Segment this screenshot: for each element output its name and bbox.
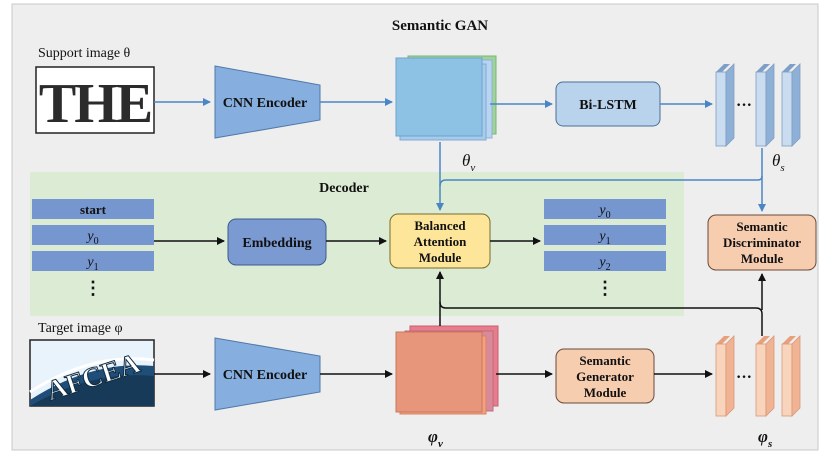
balanced-attention-label-2: Attention (414, 234, 467, 249)
input-token-y0: y0 (85, 229, 98, 247)
phi-s-feature-stack: ··· (715, 335, 801, 417)
cnn-encoder-top-label: CNN Encoder (223, 96, 307, 111)
theta-v-feature-cube (395, 55, 497, 141)
theta-v-label: θv (462, 151, 475, 174)
bilstm-module: Bi-LSTM (555, 81, 661, 127)
support-image: THE (35, 66, 155, 135)
decoder-label: Decoder (319, 181, 369, 196)
input-token-bar (32, 199, 154, 219)
semantic-generator-module: Semantic Generator Module (555, 348, 655, 404)
diagram-title: Semantic GAN (392, 18, 488, 34)
semantic-generator-label-1: Semantic (579, 353, 631, 368)
cnn-encoder-bottom-label: CNN Encoder (223, 368, 307, 383)
arrow-phi-s-to-attention (439, 301, 763, 336)
input-token-bar (32, 225, 154, 245)
balanced-attention-label-1: Balanced (414, 218, 466, 233)
semantic-discriminator-label-1: Semantic (736, 219, 788, 234)
output-token-bar (544, 199, 666, 219)
black-connectors (154, 237, 766, 378)
target-image: AFCEA (29, 339, 155, 408)
output-token-column: y0 y1 y2 ⋮ (544, 199, 666, 298)
output-token-bar (544, 251, 666, 271)
support-image-text: THE (39, 73, 151, 135)
cnn-encoder-bottom: CNN Encoder (214, 337, 321, 411)
output-token-y2: y2 (597, 255, 610, 273)
semantic-discriminator-module: Semantic Discriminator Module (707, 214, 817, 271)
output-token-y1: y1 (597, 229, 610, 247)
phi-v-feature-cube (395, 325, 499, 415)
balanced-attention-module: Balanced Attention Module (389, 213, 491, 269)
input-token-start: start (80, 202, 107, 217)
semantic-generator-label-3: Module (584, 385, 627, 400)
input-token-column: start y0 y1 ⋮ (32, 199, 154, 298)
phi-s-dots: ··· (736, 369, 752, 386)
cnn-encoder-top: CNN Encoder (214, 65, 321, 139)
support-image-label: Support image θ (38, 46, 131, 61)
bilstm-label: Bi-LSTM (579, 98, 637, 113)
embedding-label: Embedding (242, 236, 311, 251)
phi-s-label: φs (758, 427, 772, 450)
embedding-module: Embedding (227, 218, 327, 266)
input-token-y1: y1 (85, 255, 98, 273)
balanced-attention-label-3: Module (419, 250, 462, 265)
theta-s-label: θs (772, 151, 785, 174)
blue-connectors (154, 98, 766, 212)
output-token-ellipsis: ⋮ (596, 278, 614, 298)
input-token-ellipsis: ⋮ (84, 278, 102, 298)
semantic-discriminator-label-2: Discriminator (723, 235, 801, 250)
semantic-discriminator-label-3: Module (741, 251, 784, 266)
output-token-bar (544, 225, 666, 245)
theta-s-feature-stack: ··· (715, 63, 801, 147)
output-token-y0: y0 (597, 203, 610, 221)
target-image-label: Target image φ (38, 321, 123, 336)
theta-s-dots: ··· (736, 97, 752, 114)
input-token-bar (32, 251, 154, 271)
phi-v-label: φv (428, 427, 443, 450)
semantic-generator-label-2: Generator (576, 369, 634, 384)
